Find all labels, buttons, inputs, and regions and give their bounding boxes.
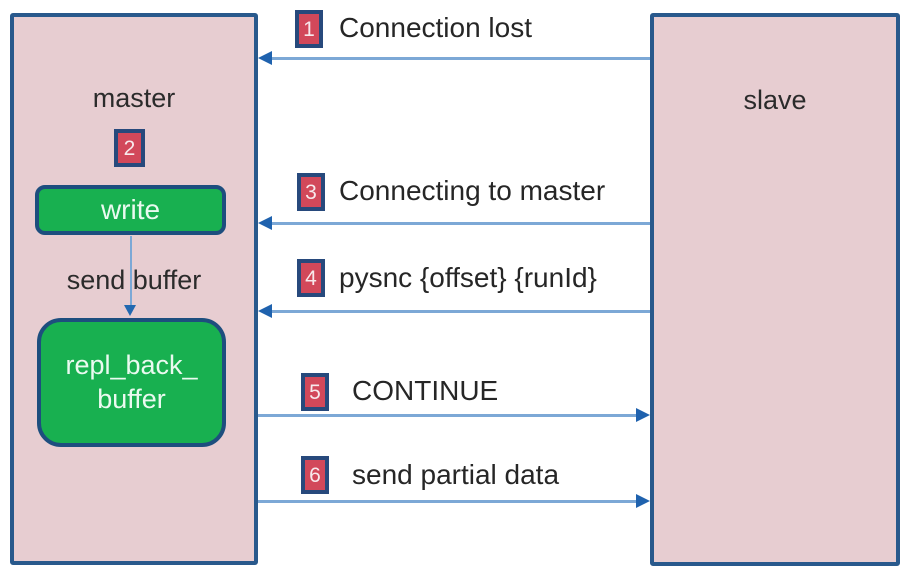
message-1-arrow-head-icon — [258, 51, 272, 65]
send-buffer-arrow-line — [130, 236, 132, 306]
message-3-label: Connecting to master — [339, 175, 606, 206]
write-box: write — [35, 185, 226, 235]
message-5-arrow-line — [258, 414, 637, 417]
message-6-label: send partial data — [352, 459, 560, 490]
step-5-badge: 5 — [301, 373, 329, 411]
send-buffer-label: send buffer — [66, 265, 202, 295]
message-4-arrow-head-icon — [258, 304, 272, 318]
repl-buffer-label-line2: buffer — [97, 383, 166, 414]
master-box — [10, 13, 258, 565]
send-buffer-arrow-head-icon — [124, 305, 136, 316]
slave-label: slave — [743, 85, 807, 115]
step-6-badge: 6 — [301, 456, 329, 494]
message-5-label: CONTINUE — [352, 375, 499, 406]
step-3-badge: 3 — [297, 173, 325, 211]
message-6-arrow-head-icon — [636, 494, 650, 508]
message-1-arrow-line — [270, 57, 650, 60]
slave-box — [650, 13, 900, 566]
message-3-arrow-head-icon — [258, 216, 272, 230]
message-5-arrow-head-icon — [636, 408, 650, 422]
master-label: master — [92, 83, 176, 113]
message-6-arrow-line — [258, 500, 637, 503]
write-label: write — [100, 194, 161, 225]
message-3-arrow-line — [270, 222, 650, 225]
message-1-label: Connection lost — [339, 12, 533, 43]
step-4-badge: 4 — [297, 259, 325, 297]
message-4-arrow-line — [270, 310, 650, 313]
step-1-badge: 1 — [295, 10, 323, 48]
repl-back-buffer-box: repl_back_ buffer — [37, 318, 226, 447]
step-2-badge: 2 — [114, 129, 145, 167]
repl-buffer-label-line1: repl_back_ — [65, 349, 198, 380]
message-4-label: pysnc {offset} {runId} — [339, 262, 597, 293]
